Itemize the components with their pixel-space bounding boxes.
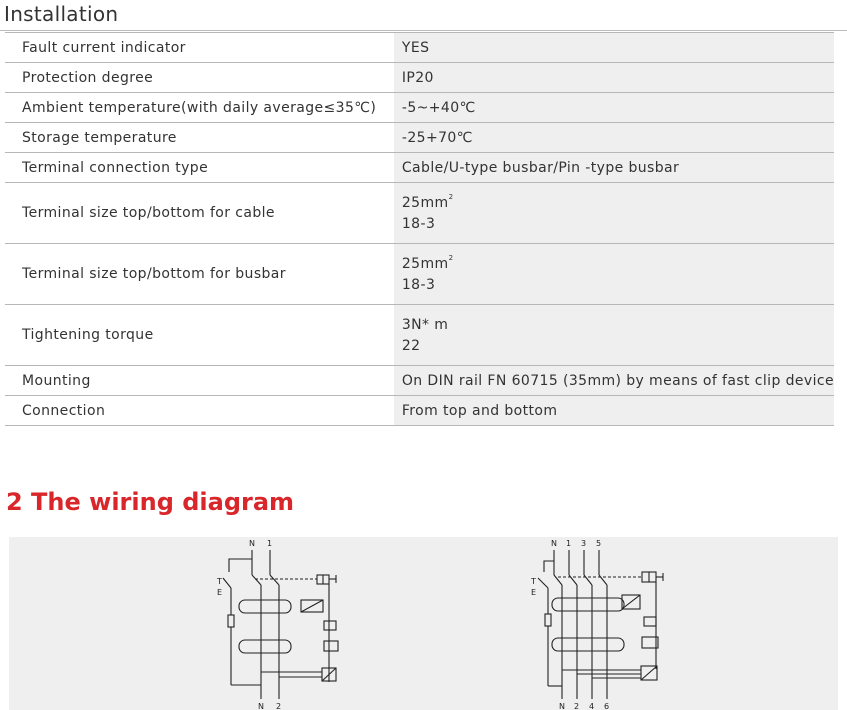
- test-resistor: [544, 613, 552, 627]
- value-line1: 3N* m: [401, 316, 449, 333]
- row-label: Mounting: [5, 365, 394, 396]
- terminal-label-top: N: [249, 539, 255, 548]
- test-label: T: [216, 577, 222, 586]
- terminal-label-bottom: N: [559, 702, 565, 710]
- wiring-diagram-panel: N 1 T E N 2 N 1 3: [9, 537, 838, 710]
- toroid-transformer: [551, 637, 625, 652]
- table-row: Storage temperature -25+70℃: [5, 122, 834, 153]
- wiring-diagram-4p: N 1 3 5 T E: [530, 539, 664, 710]
- table-row: Terminal size top/bottom for busbar 25mm…: [5, 243, 834, 305]
- value-superscript: 2: [448, 253, 454, 262]
- title-divider: [0, 30, 847, 31]
- trip-coil: [621, 594, 641, 610]
- test-label: E: [531, 588, 536, 597]
- wiring-diagram-2p: N 1 T E N 2: [216, 539, 339, 710]
- test-label: T: [530, 577, 536, 586]
- row-value: IP20: [393, 62, 834, 93]
- value-line2: 22: [401, 337, 421, 354]
- table-row: Terminal connection type Cable/U-type bu…: [5, 152, 834, 183]
- terminal-label-bottom: 4: [589, 702, 594, 710]
- row-value: 3N* m 22: [393, 304, 834, 366]
- row-label: Ambient temperature(with daily average≤3…: [5, 92, 394, 123]
- terminal-label-top: 1: [267, 539, 272, 548]
- electronic-module: [641, 636, 659, 649]
- table-row: Connection From top and bottom: [5, 395, 834, 426]
- terminal-label-top: 5: [596, 539, 601, 548]
- row-value: Cable/U-type busbar/Pin -type busbar: [393, 152, 834, 183]
- test-resistor: [227, 614, 235, 628]
- terminal-label-top: N: [551, 539, 557, 548]
- toroid-transformer: [238, 639, 292, 654]
- row-label: Storage temperature: [5, 122, 394, 153]
- table-row: Ambient temperature(with daily average≤3…: [5, 92, 834, 123]
- amplifier-symbol: [323, 620, 337, 631]
- row-value: 25mm2 18-3: [393, 243, 834, 305]
- toroid-transformer: [551, 597, 625, 612]
- table-row: Fault current indicator YES: [5, 32, 834, 63]
- row-label: Terminal size top/bottom for cable: [5, 182, 394, 244]
- row-label: Terminal size top/bottom for busbar: [5, 243, 394, 305]
- row-value: From top and bottom: [393, 395, 834, 426]
- row-label: Fault current indicator: [5, 32, 394, 63]
- row-value: -5~+40℃: [393, 92, 834, 123]
- value-line1: 25mm: [401, 255, 449, 272]
- installation-spec-table: Fault current indicator YES Protection d…: [5, 32, 834, 426]
- row-value: YES: [393, 32, 834, 63]
- terminal-label-top: 3: [581, 539, 586, 548]
- value-line2: 18-3: [401, 215, 436, 232]
- amplifier-symbol: [643, 616, 657, 627]
- terminal-label-bottom: 2: [574, 702, 579, 710]
- row-label: Tightening torque: [5, 304, 394, 366]
- test-label: E: [217, 588, 222, 597]
- table-row: Tightening torque 3N* m 22: [5, 304, 834, 366]
- sensor-box: [321, 667, 337, 682]
- row-label: Connection: [5, 395, 394, 426]
- row-value: -25+70℃: [393, 122, 834, 153]
- installation-title: Installation: [4, 2, 119, 26]
- table-row: Mounting On DIN rail FN 60715 (35mm) by …: [5, 365, 834, 396]
- electronic-module: [323, 640, 339, 652]
- table-row: Protection degree IP20: [5, 62, 834, 93]
- row-label: Protection degree: [5, 62, 394, 93]
- trip-coil: [300, 599, 324, 613]
- wiring-diagram-title: 2 The wiring diagram: [6, 488, 295, 516]
- sensor-box: [640, 665, 658, 681]
- terminal-label-top: 1: [566, 539, 571, 548]
- toroid-transformer: [238, 599, 292, 614]
- value-line2: 18-3: [401, 276, 436, 293]
- row-label: Terminal connection type: [5, 152, 394, 183]
- value-superscript: 2: [448, 192, 454, 201]
- row-value: 25mm2 18-3: [393, 182, 834, 244]
- terminal-label-bottom: 6: [604, 702, 609, 710]
- terminal-label-bottom: N: [258, 702, 264, 710]
- value-line1: 25mm: [401, 194, 449, 211]
- terminal-label-bottom: 2: [276, 702, 281, 710]
- table-row: Terminal size top/bottom for cable 25mm2…: [5, 182, 834, 244]
- row-value: On DIN rail FN 60715 (35mm) by means of …: [393, 365, 834, 396]
